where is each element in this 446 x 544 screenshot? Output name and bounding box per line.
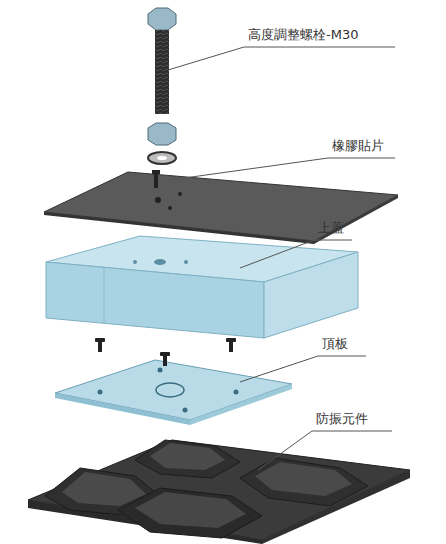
top-plate-label: 頂板 — [322, 336, 348, 352]
rubber-pad — [44, 172, 398, 244]
height-adjusting-bolt — [148, 8, 176, 188]
bolt-label: 高度調整螺栓-M30 — [248, 27, 358, 43]
leader-lines — [168, 47, 395, 470]
anti-vibration-label: 防振元件 — [316, 411, 368, 427]
upper-cover-label: 上蓋 — [318, 220, 344, 236]
top-plate — [55, 360, 292, 425]
rubber-pad-label: 橡膠貼片 — [332, 138, 384, 154]
upper-cover — [46, 236, 358, 338]
screws — [95, 338, 236, 366]
anti-vibration-element — [28, 440, 410, 544]
